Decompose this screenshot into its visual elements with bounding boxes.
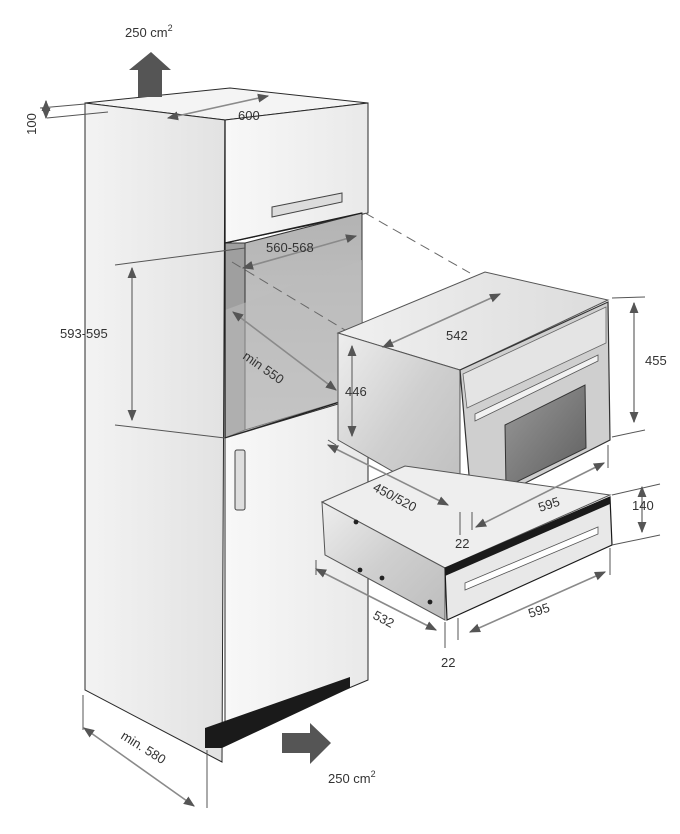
- drawer-width-label: 595: [526, 600, 551, 621]
- airflow-bottom-label: 250 cm2: [328, 769, 376, 786]
- oven-control-strip: [462, 306, 607, 409]
- drawer-front-thickness-label: 22: [441, 655, 455, 670]
- oven-door-handle: [474, 354, 599, 422]
- airflow-right-arrow-icon: [282, 723, 331, 764]
- lower-door-handle: [234, 449, 246, 511]
- drawer-mounting-hole: [353, 519, 359, 525]
- top-gap-label: 100: [24, 113, 39, 135]
- cabinet-width-label: 600: [238, 108, 260, 123]
- oven-body-height-label: 446: [345, 384, 367, 399]
- drawer-mounting-hole: [427, 599, 433, 605]
- cabinet-plinth: [205, 677, 350, 748]
- drawer-depth-label: 532: [371, 607, 397, 630]
- oven-front-thickness-label: 22: [455, 536, 469, 551]
- airflow-top-label: 250 cm2: [125, 23, 173, 40]
- drawer-mounting-hole: [379, 575, 385, 581]
- cabinet-side-panel: [84, 102, 226, 763]
- tall-cabinet: [84, 87, 369, 763]
- oven-front-height-label: 455: [645, 353, 667, 368]
- upper-panel-handle: [271, 192, 343, 218]
- drawer-mounting-hole: [357, 567, 363, 573]
- drawer-height-label: 140: [632, 498, 654, 513]
- niche-height-label: 593-595: [60, 326, 108, 341]
- airflow-up-arrow-icon: [129, 52, 171, 97]
- built-in-oven: [336, 271, 611, 511]
- niche-width-label: 560-568: [266, 240, 314, 255]
- oven-body-width-label: 542: [446, 328, 468, 343]
- oven-front-width-label: 595: [536, 494, 561, 515]
- cabinet-depth-label: min. 580: [118, 728, 168, 767]
